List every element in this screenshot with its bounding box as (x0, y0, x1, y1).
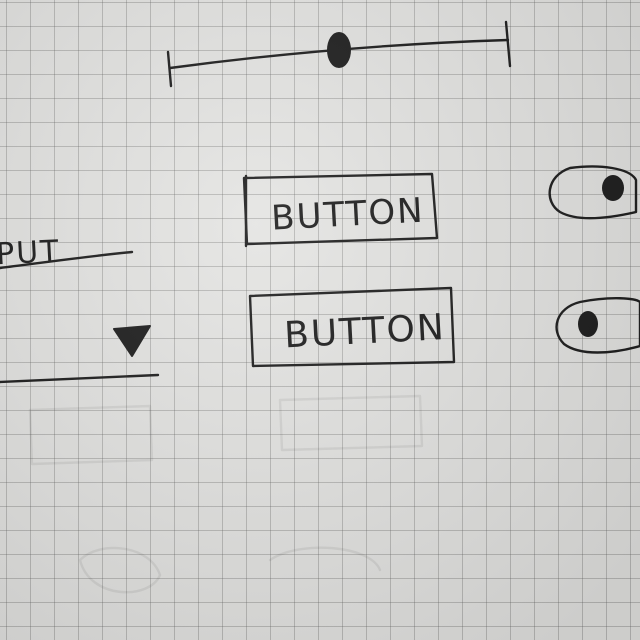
toggle-knob (602, 175, 624, 201)
button-border (248, 286, 456, 368)
toggle-track (555, 297, 640, 354)
toggle-knob (578, 311, 598, 337)
toggle-switch-off[interactable] (555, 297, 640, 354)
text-input[interactable]: PUT (0, 234, 134, 272)
dropdown-underline (0, 373, 160, 384)
slider[interactable] (166, 20, 512, 88)
button-label: BUTTON (270, 191, 425, 239)
dropdown[interactable] (0, 325, 160, 384)
triangle-down-icon[interactable] (113, 325, 151, 357)
slider-left-cap (166, 50, 173, 88)
slider-track (168, 38, 510, 70)
toggle-track (548, 165, 638, 220)
button-label: BUTTON (283, 307, 447, 356)
button-secondary[interactable]: BUTTON (248, 286, 456, 368)
button-primary[interactable]: BUTTON (242, 172, 439, 248)
faded-background-marks (28, 394, 424, 594)
input-underline (0, 250, 134, 270)
toggle-switch-on[interactable] (548, 165, 638, 220)
slider-right-cap (504, 20, 512, 68)
slider-thumb[interactable] (327, 32, 351, 68)
